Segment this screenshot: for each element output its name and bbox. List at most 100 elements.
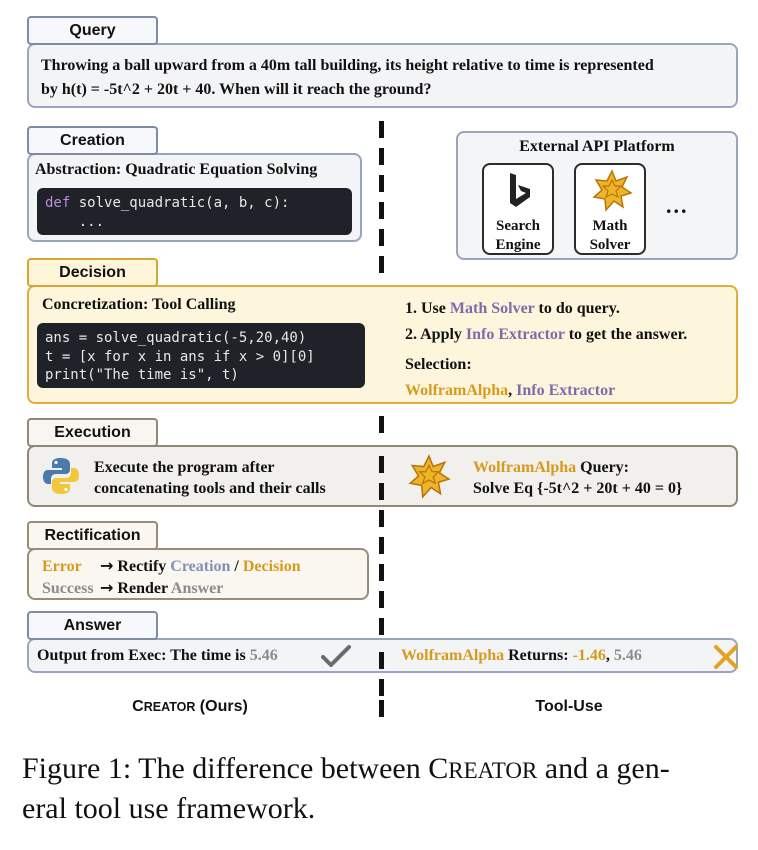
code-signature: solve_quadratic(a, b, c):: [70, 195, 290, 211]
rectification-error-row: Error → Rectify Creation / Decision: [42, 555, 367, 577]
decision-code: ans = solve_quadratic(-5,20,40)t = [x fo…: [37, 323, 365, 388]
query-tab: Query: [27, 16, 158, 45]
answer-right: WolframAlpha Returns: -1.46, 5.46: [401, 647, 642, 665]
arrow-icon: →: [100, 556, 114, 575]
creator-label-suffix: (Ours): [195, 698, 248, 715]
decision-title: Concretization: Tool Calling: [42, 296, 236, 313]
query-tab-label: Query: [69, 21, 116, 39]
step1-post: to do query.: [534, 300, 620, 317]
figure-caption: Figure 1: The difference between CREATOR…: [22, 750, 670, 828]
execution-panel: Execute the program after concatenating …: [27, 445, 738, 507]
wolfram-star-icon: [592, 169, 632, 212]
render-answer: Answer: [170, 580, 224, 597]
execution-tab-label: Execution: [54, 423, 131, 441]
decision-step-1: 1. Use Math Solver to do query.: [405, 296, 687, 322]
bing-icon: [510, 173, 530, 207]
math-solver-tool[interactable]: Math Solver: [574, 163, 646, 255]
check-icon: [321, 645, 351, 667]
api-platform-title: External API Platform: [519, 138, 675, 155]
query-line-2: by h(t) = -5t^2 + 20t + 40. When will it…: [41, 81, 432, 98]
wolfram-star-icon: [408, 454, 451, 499]
execution-right-line1: WolframAlpha Query:: [473, 457, 682, 478]
query-panel: Throwing a ball upward from a 40m tall b…: [27, 43, 738, 108]
search-label-line2: Engine: [495, 237, 541, 253]
answer-left: Output from Exec: The time is 5.46: [37, 647, 278, 665]
answer-right-value1: -1.46: [572, 647, 606, 664]
caption-smallcaps: REATOR: [448, 758, 538, 783]
search-label-line1: Search: [496, 218, 540, 234]
render-label: Render: [117, 580, 171, 597]
answer-right-value2: 5.46: [613, 647, 642, 664]
math-label-line1: Math: [592, 218, 628, 234]
answer-left-value: 5.46: [249, 647, 278, 664]
more-tools-ellipsis: ...: [666, 193, 689, 218]
step1-pre: 1. Use: [405, 300, 450, 317]
rectification-tab: Rectification: [27, 521, 158, 550]
decision-code-line: print("The time is", t): [45, 367, 239, 383]
rectification-success-row: Success → Render Answer: [42, 577, 367, 599]
creation-panel: Abstraction: Quadratic Equation Solving …: [27, 153, 362, 242]
rectify-creation: Creation: [170, 558, 231, 575]
answer-tab-label: Answer: [63, 616, 122, 634]
execution-left-text: Execute the program after concatenating …: [94, 457, 326, 499]
execution-query-label: Query:: [576, 459, 629, 476]
success-label: Success: [42, 580, 94, 597]
caption-line-2: eral tool use framework.: [22, 792, 316, 825]
answer-left-text: Output from Exec: The time is: [37, 647, 250, 664]
selection-wolfram: WolframAlpha: [405, 382, 509, 399]
cross-icon: [714, 645, 738, 669]
rectify-label: Rectify: [117, 558, 171, 575]
caption-line-1: Figure 1: The difference between CREATOR…: [22, 750, 670, 790]
search-engine-label: Search Engine: [484, 217, 552, 255]
query-line-1: Throwing a ball upward from a 40m tall b…: [41, 57, 654, 74]
tooluse-label: Tool-Use: [535, 698, 603, 715]
execution-right-line2: Solve Eq {-5t^2 + 20t + 40 = 0}: [473, 480, 683, 497]
execution-left-line2: concatenating tools and their calls: [94, 480, 326, 497]
creation-title: Abstraction: Quadratic Equation Solving: [35, 161, 318, 178]
rectification-panel: Error → Rectify Creation / Decision Succe…: [27, 548, 369, 600]
creation-tab-label: Creation: [60, 131, 125, 149]
execution-tab: Execution: [27, 418, 158, 447]
step2-tool: Info Extractor: [465, 326, 565, 343]
decision-code-line: ans = solve_quadratic(-5,20,40): [45, 330, 307, 346]
creator-label-smallcaps: REATOR: [143, 700, 196, 714]
step2-pre: 2. Apply: [405, 326, 466, 343]
selection-info-extractor: Info Extractor: [516, 382, 616, 399]
decision-panel: Concretization: Tool Calling ans = solve…: [27, 285, 738, 404]
answer-wolfram: WolframAlpha: [401, 647, 505, 664]
python-icon: [43, 458, 79, 494]
creation-tab: Creation: [27, 126, 158, 155]
decision-tab-label: Decision: [59, 263, 126, 281]
selection-sep: ,: [508, 382, 517, 399]
decision-steps: 1. Use Math Solver to do query. 2. Apply…: [405, 296, 687, 404]
rectification-tab-label: Rectification: [44, 526, 141, 544]
step1-tool: Math Solver: [449, 300, 535, 317]
code-def-keyword: def: [45, 195, 71, 211]
selection-label: Selection:: [405, 356, 472, 373]
step2-post: to get the answer.: [564, 326, 688, 343]
rectify-decision: Decision: [242, 558, 301, 575]
error-label: Error: [42, 558, 82, 575]
code-ellipsis: ...: [45, 214, 105, 230]
decision-code-line: t = [x for x in ans if x > 0][0]: [45, 348, 315, 365]
arrow-icon: →: [100, 578, 114, 597]
execution-right-text: WolframAlpha Query: Solve Eq {-5t^2 + 20…: [473, 457, 682, 499]
decision-step-2: 2. Apply Info Extractor to get the answe…: [405, 322, 687, 348]
api-platform-panel: External API Platform Search Engine Math…: [456, 131, 738, 260]
caption-line1-end: and a gen-: [537, 752, 670, 785]
decision-tab: Decision: [27, 258, 158, 287]
math-label-line2: Solver: [589, 237, 631, 253]
selection-values: WolframAlpha, Info Extractor: [405, 378, 687, 404]
execution-left-line1: Execute the program after: [94, 459, 275, 476]
answer-right-text: Returns:: [504, 647, 573, 664]
creation-code: def solve_quadratic(a, b, c): ...: [37, 188, 352, 235]
math-solver-label: Math Solver: [576, 217, 644, 255]
execution-wolfram: WolframAlpha: [473, 459, 577, 476]
creator-label: CREATOR (Ours): [0, 698, 380, 716]
creator-label-initial: C: [132, 698, 144, 715]
answer-tab: Answer: [27, 611, 158, 640]
answer-right-sep: ,: [605, 647, 614, 664]
search-engine-tool[interactable]: Search Engine: [482, 163, 554, 255]
caption-line1-text: Figure 1: The difference between C: [22, 752, 449, 785]
rectify-slash: /: [230, 558, 243, 575]
